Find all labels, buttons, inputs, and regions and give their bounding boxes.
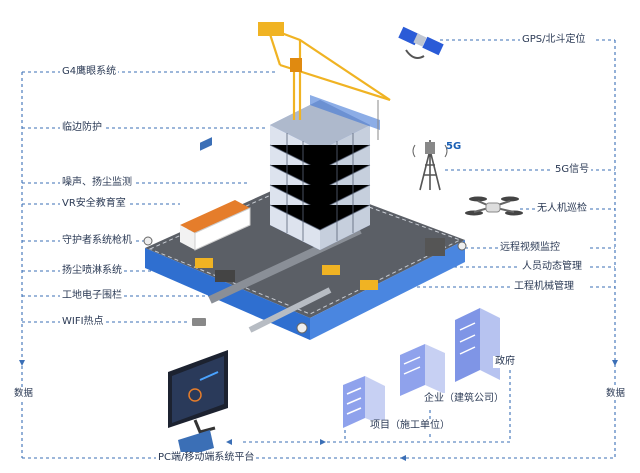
camera-icon: [143, 236, 153, 246]
label-wifi-hotspot: WIFI热点: [60, 316, 106, 328]
monitor-icon: [168, 350, 228, 434]
gov-building-icon: [455, 308, 500, 382]
excavator: [322, 265, 340, 275]
label-personnel: 人员动态管理: [520, 261, 584, 273]
label-edge-protection: 临边防护: [60, 122, 104, 134]
vr-room: [180, 137, 251, 251]
label-enterprise: 企业（建筑公司）: [422, 393, 506, 405]
label-g4-eagle-eye: G4鹰眼系统: [60, 66, 119, 78]
generator-box: [425, 238, 445, 256]
satellite-icon: [398, 26, 444, 59]
label-vr-room: VR安全教育室: [60, 198, 128, 210]
label-noise-dust-monitor: 噪声、扬尘监测: [60, 177, 134, 189]
label-machinery: 工程机械管理: [512, 281, 576, 293]
cell-tower-icon: [412, 140, 448, 191]
badge-5g: 5G: [446, 141, 462, 152]
mixer-truck: [360, 280, 378, 290]
wifi-router-icon: [192, 318, 206, 326]
label-dust-spray: 扬尘喷淋系统: [60, 265, 124, 277]
label-remote-video: 远程视频监控: [498, 242, 562, 254]
label-gps-beidou: GPS/北斗定位: [520, 34, 588, 46]
crane-counterweight: [258, 22, 284, 36]
label-data-right: 数据: [604, 388, 628, 400]
label-5g-signal: 5G信号: [553, 164, 592, 176]
truck-1: [195, 258, 213, 268]
building: [269, 95, 380, 250]
label-electronic-fence: 工地电子围栏: [60, 290, 124, 302]
enterprise-building-icon: [400, 344, 445, 396]
label-government: 政府: [493, 356, 517, 368]
label-data-left: 数据: [12, 388, 36, 400]
label-drone-inspection: 无人机巡检: [535, 203, 589, 215]
label-platform: PC端/移动端系统平台: [156, 452, 257, 464]
label-project: 项目（施工单位）: [368, 420, 452, 432]
crane-cab: [290, 58, 302, 72]
camera-icon: [457, 241, 467, 251]
arrowheads: [19, 360, 618, 461]
project-building-icon: [343, 376, 385, 428]
truck-2: [215, 270, 235, 282]
label-guardian-camera: 守护者系统枪机: [60, 235, 134, 247]
camera-icon: [296, 322, 308, 334]
drone-icon: [465, 196, 523, 216]
phone-icon: [178, 430, 214, 458]
